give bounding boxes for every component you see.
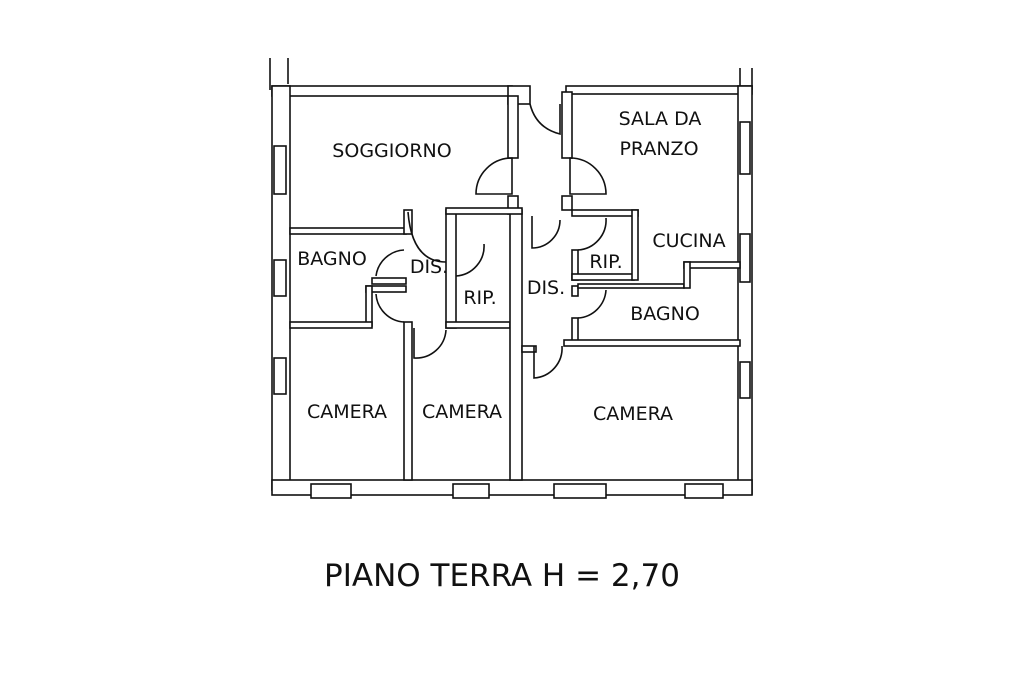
label-cucina: CUCINA (652, 230, 725, 252)
window (452, 483, 490, 499)
entrance-door (529, 103, 561, 136)
window (310, 483, 352, 499)
window (739, 233, 751, 283)
label-rip-left: RIP. (463, 287, 496, 309)
label-dis-left: DIS. (410, 256, 448, 278)
window (739, 361, 751, 399)
label-dis-right: DIS. (527, 277, 565, 299)
window (739, 121, 751, 175)
window (273, 145, 287, 195)
label-rip-right: RIP. (589, 251, 622, 273)
label-soggiorno: SOGGIORNO (332, 140, 451, 162)
room-labels: SOGGIORNO SALA DA PRANZO CUCINA BAGNO DI… (297, 108, 725, 425)
label-bagno-right: BAGNO (630, 303, 700, 325)
label-camera-2: CAMERA (422, 401, 502, 423)
window (273, 259, 287, 297)
doors (375, 103, 607, 379)
label-camera-3: CAMERA (593, 403, 673, 425)
floor-caption: PIANO TERRA H = 2,70 (324, 558, 680, 594)
label-sala-line1: SALA DA (619, 108, 702, 130)
label-camera-1: CAMERA (307, 401, 387, 423)
walls (269, 58, 753, 499)
label-bagno-left: BAGNO (297, 248, 367, 270)
label-sala-line2: PRANZO (619, 138, 698, 160)
window (273, 357, 287, 395)
window (684, 483, 724, 499)
window (553, 483, 607, 499)
